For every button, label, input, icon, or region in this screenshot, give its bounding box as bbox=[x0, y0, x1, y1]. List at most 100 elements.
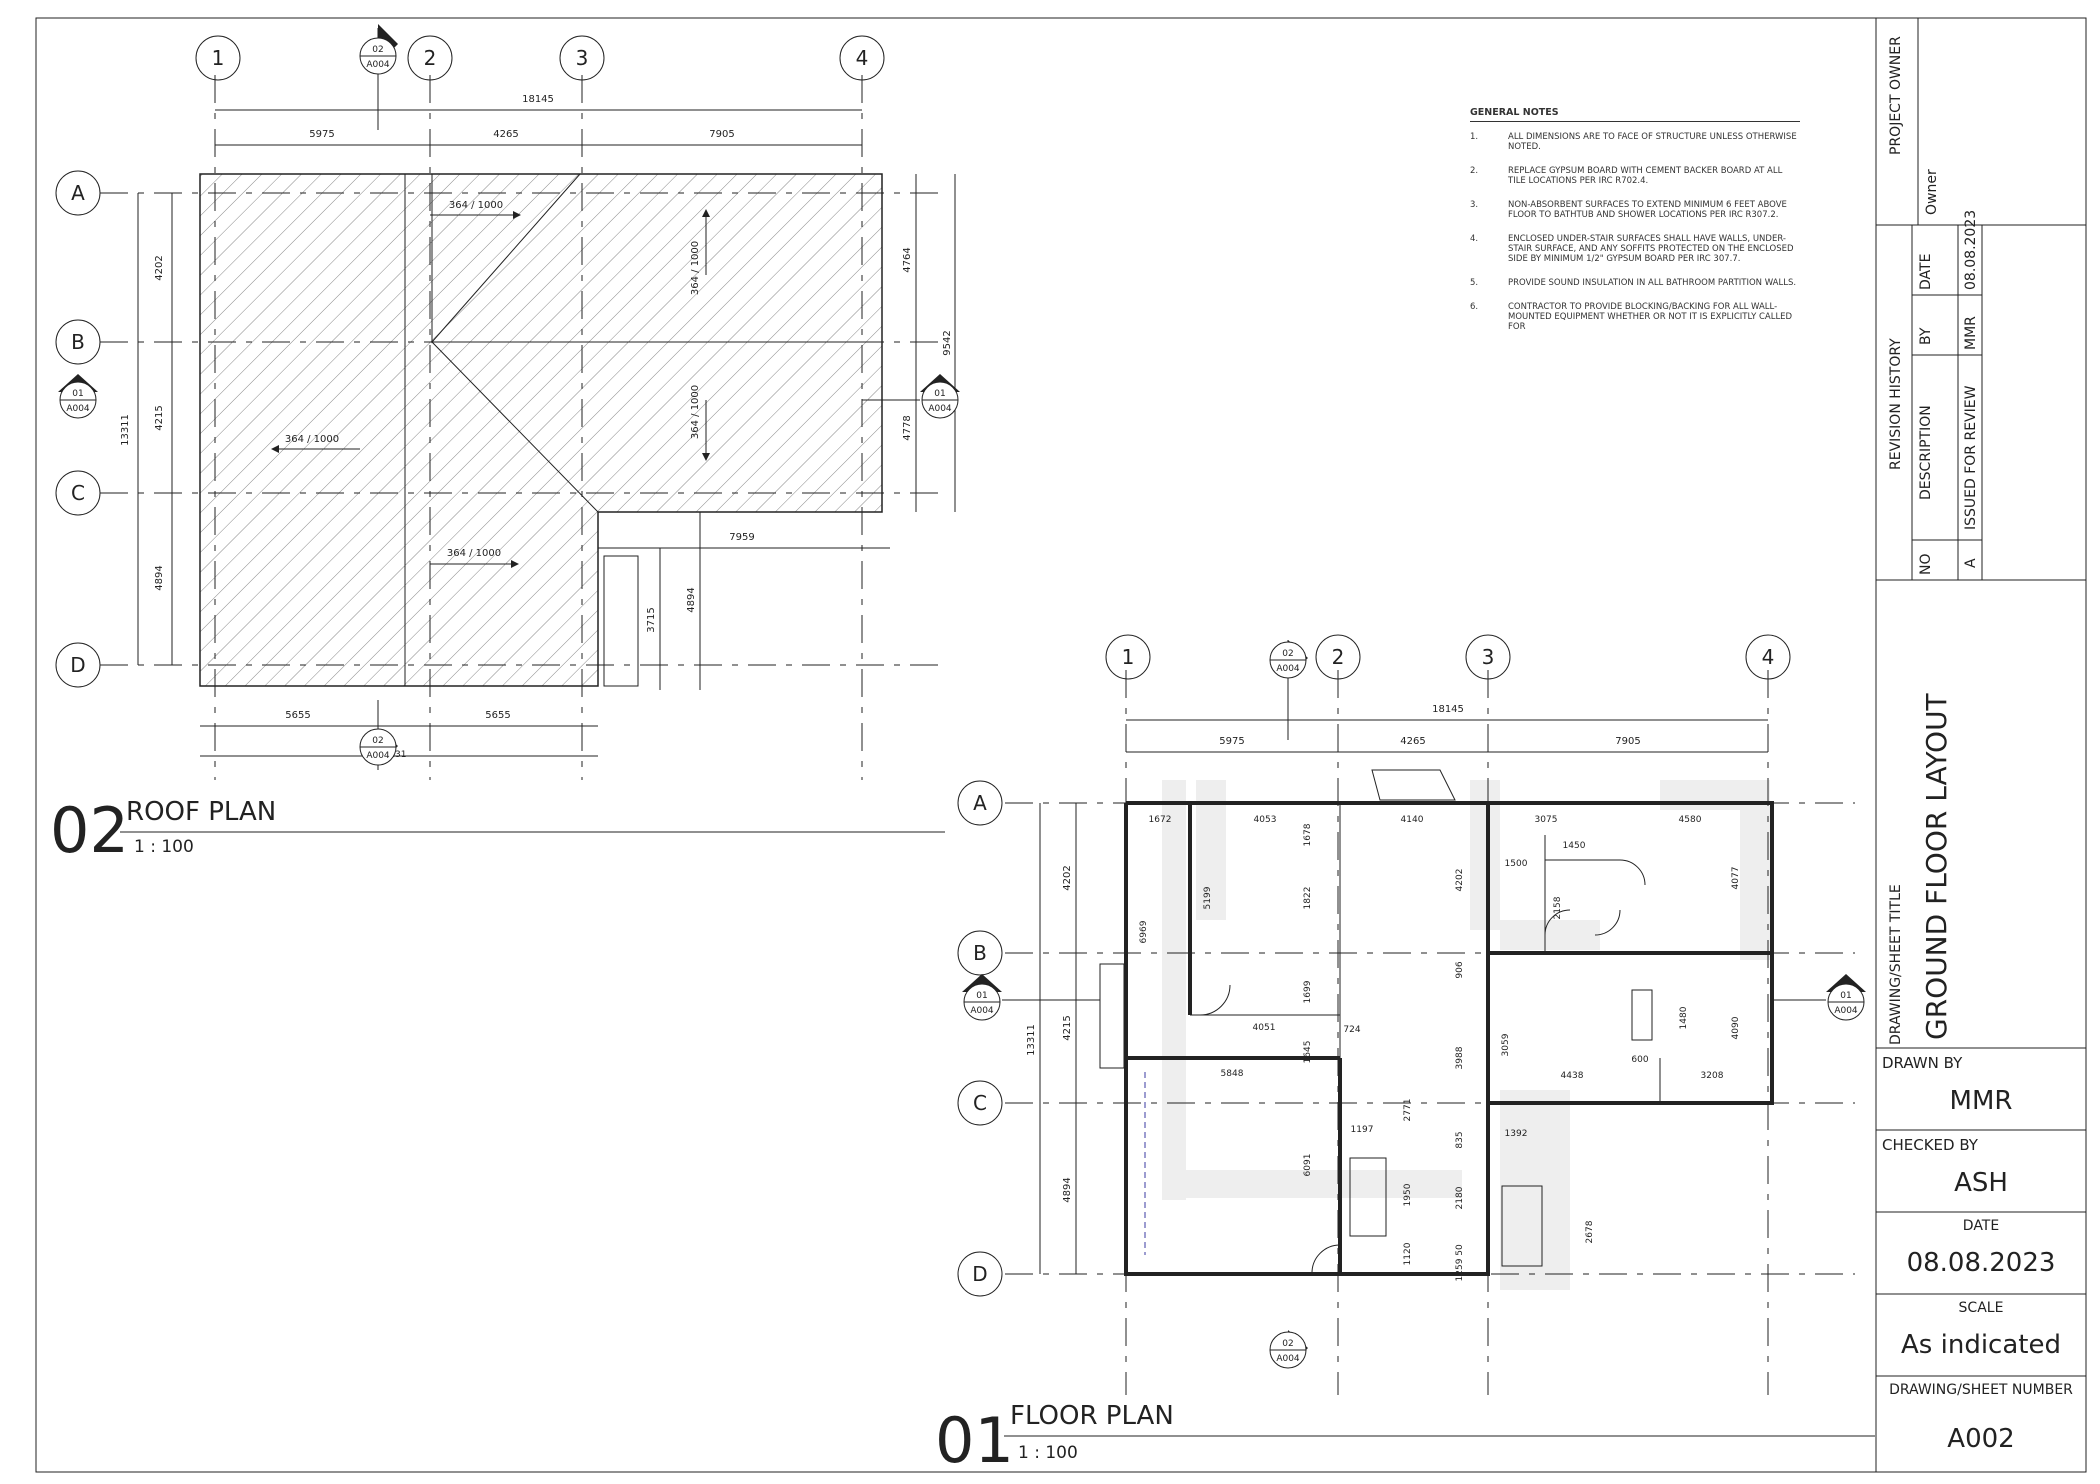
roof-dimensions: 18145 5975 4265 7905 13311 4202 4215 489… bbox=[120, 94, 956, 760]
floor-grid-lines bbox=[1005, 670, 1855, 1395]
svg-text:364 / 1000: 364 / 1000 bbox=[690, 241, 701, 295]
svg-text:4202: 4202 bbox=[1455, 869, 1465, 892]
svg-text:5655: 5655 bbox=[485, 710, 510, 721]
floor-plan: 1 2 3 4 A B C D 18145 5975 4265 7905 133… bbox=[935, 634, 1875, 1477]
svg-text:7959: 7959 bbox=[729, 532, 754, 543]
roof-slope-arrows: 364 / 1000 364 / 1000 364 / 1000 364 / 1… bbox=[271, 200, 710, 568]
svg-text:2678: 2678 bbox=[1585, 1220, 1595, 1243]
revision-no: A bbox=[1963, 558, 1979, 568]
svg-text:600: 600 bbox=[1631, 1055, 1648, 1065]
svg-text:4202: 4202 bbox=[1062, 865, 1073, 890]
svg-text:3715: 3715 bbox=[646, 607, 657, 632]
svg-text:4215: 4215 bbox=[1062, 1015, 1073, 1040]
svg-text:3: 3 bbox=[1482, 645, 1495, 669]
svg-text:4215: 4215 bbox=[154, 405, 165, 430]
svg-text:18145: 18145 bbox=[522, 94, 554, 105]
svg-text:5199: 5199 bbox=[1203, 886, 1213, 909]
svg-text:18145: 18145 bbox=[1432, 704, 1464, 715]
svg-text:01: 01 bbox=[1840, 991, 1851, 1001]
svg-text:4894: 4894 bbox=[686, 587, 697, 612]
roof-section-marker-02-bottom: 02 A004 bbox=[359, 700, 398, 770]
svg-text:01: 01 bbox=[976, 991, 987, 1001]
svg-text:3075: 3075 bbox=[1535, 815, 1558, 825]
svg-text:1392: 1392 bbox=[1505, 1129, 1528, 1139]
revision-history-label: REVISION HISTORY bbox=[1888, 338, 1904, 470]
svg-text:3059: 3059 bbox=[1501, 1033, 1511, 1056]
sheet-border bbox=[35, 17, 2087, 1473]
revision-by: MMR bbox=[1963, 316, 1979, 350]
date: 08.08.2023 bbox=[1906, 1248, 2056, 1278]
floor-room-dimensions: 1672 4053 4140 3075 4580 1678 1450 1500 … bbox=[1139, 815, 1741, 1281]
svg-text:4053: 4053 bbox=[1254, 815, 1277, 825]
svg-text:C: C bbox=[973, 1091, 987, 1115]
floor-grid-bubbles: 1 2 3 4 A B C D bbox=[957, 634, 1791, 1297]
svg-text:1120: 1120 bbox=[1403, 1242, 1413, 1265]
roof-section-marker-02-top: 02 A004 bbox=[359, 24, 398, 130]
scale: As indicated bbox=[1901, 1330, 2061, 1360]
svg-text:01: 01 bbox=[72, 389, 83, 399]
svg-text:1: 1 bbox=[1122, 645, 1135, 669]
svg-text:2180: 2180 bbox=[1455, 1186, 1465, 1209]
svg-text:1197: 1197 bbox=[1351, 1125, 1374, 1135]
svg-text:02: 02 bbox=[1282, 1339, 1293, 1349]
svg-text:4265: 4265 bbox=[493, 129, 518, 140]
svg-text:DESCRIPTION: DESCRIPTION bbox=[1918, 405, 1934, 500]
roof-plan-scale: 1 : 100 bbox=[134, 837, 194, 857]
note-item: 3.NON-ABSORBENT SURFACES TO EXTEND MINIM… bbox=[1470, 200, 1787, 220]
floor-section-marker-01-left: 01 A004 bbox=[962, 974, 1100, 1021]
svg-text:1678: 1678 bbox=[1303, 823, 1313, 846]
svg-text:4778: 4778 bbox=[902, 415, 913, 440]
svg-text:NO: NO bbox=[1918, 554, 1934, 576]
floor-plan-view-number: 01 bbox=[935, 1404, 1014, 1477]
svg-text:4202: 4202 bbox=[154, 255, 165, 280]
general-notes-heading: GENERAL NOTES bbox=[1470, 108, 1800, 122]
svg-text:A: A bbox=[71, 181, 85, 205]
svg-text:DATE: DATE bbox=[1918, 254, 1934, 290]
drawn-by: MMR bbox=[1949, 1086, 2013, 1116]
svg-text:BY: BY bbox=[1918, 327, 1934, 345]
svg-text:364 / 1000: 364 / 1000 bbox=[449, 200, 503, 211]
checked-by: ASH bbox=[1954, 1168, 2008, 1198]
svg-text:4090: 4090 bbox=[1731, 1016, 1741, 1039]
svg-text:1950: 1950 bbox=[1403, 1183, 1413, 1206]
svg-text:4764: 4764 bbox=[902, 247, 913, 272]
floor-section-marker-02-top: 02 A004 bbox=[1269, 640, 1308, 740]
svg-text:02: 02 bbox=[1282, 649, 1293, 659]
floor-section-marker-01-right: 01 A004 bbox=[1772, 974, 1866, 1021]
roof-plan: 1 2 3 4 A B C D 18145 5975 4265 7905 133… bbox=[50, 24, 960, 867]
svg-text:6969: 6969 bbox=[1139, 920, 1149, 943]
svg-text:3208: 3208 bbox=[1701, 1071, 1724, 1081]
floor-walls bbox=[1099, 769, 1774, 1276]
general-notes: GENERAL NOTES 1.ALL DIMENSIONS ARE TO FA… bbox=[1470, 108, 1800, 346]
roof-grid-bubbles: 1 2 3 4 A B C D bbox=[55, 35, 885, 688]
svg-text:2771: 2771 bbox=[1403, 1099, 1413, 1122]
svg-text:1645: 1645 bbox=[1303, 1041, 1313, 1064]
svg-text:1259: 1259 bbox=[1455, 1258, 1465, 1281]
roof-plan-view-number: 02 bbox=[50, 794, 129, 867]
svg-text:4265: 4265 bbox=[1400, 736, 1425, 747]
svg-text:906: 906 bbox=[1455, 961, 1465, 978]
scale-label: SCALE bbox=[1958, 1300, 2004, 1316]
svg-text:1450: 1450 bbox=[1563, 841, 1586, 851]
roof-section-marker-01-left: 01 A004 bbox=[58, 374, 98, 419]
roof-plan-title: ROOF PLAN bbox=[126, 797, 276, 827]
sheet-title-label: DRAWING/SHEET TITLE bbox=[1888, 884, 1904, 1045]
roof-grid-lines bbox=[100, 75, 945, 780]
svg-text:4: 4 bbox=[856, 46, 869, 70]
svg-text:13311: 13311 bbox=[120, 414, 131, 446]
svg-text:2158: 2158 bbox=[1553, 896, 1563, 919]
svg-text:A004: A004 bbox=[1276, 664, 1300, 674]
floor-plan-scale: 1 : 100 bbox=[1018, 1443, 1078, 1463]
svg-text:A004: A004 bbox=[1834, 1006, 1858, 1016]
svg-text:1672: 1672 bbox=[1149, 815, 1172, 825]
svg-text:364 / 1000: 364 / 1000 bbox=[447, 548, 501, 559]
svg-text:02: 02 bbox=[372, 45, 383, 55]
project-owner: Owner bbox=[1924, 169, 1940, 215]
sheet-title: GROUND FLOOR LAYOUT bbox=[1920, 692, 1953, 1040]
svg-text:A004: A004 bbox=[366, 751, 390, 761]
svg-text:364 / 1000: 364 / 1000 bbox=[285, 434, 339, 445]
svg-text:724: 724 bbox=[1343, 1025, 1360, 1035]
svg-text:13311: 13311 bbox=[1026, 1024, 1037, 1056]
floor-section-marker-02-bottom: 02 A004 bbox=[1269, 1330, 1308, 1369]
svg-text:5975: 5975 bbox=[309, 129, 334, 140]
